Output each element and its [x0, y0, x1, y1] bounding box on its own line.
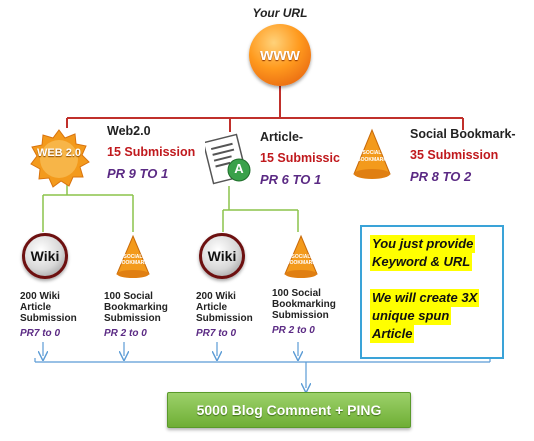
leaf-social-2-line1: 100 Social	[272, 288, 321, 299]
social-bookmark-icon-text: SOCIAL BOOKMARK	[357, 150, 387, 163]
branch-web2-pr: PR 9 TO 1	[107, 166, 169, 181]
blog-comment-ping-box: 5000 Blog Comment + PING	[167, 392, 411, 428]
branch-article-pr: PR 6 TO 1	[260, 172, 322, 187]
note-line-2: Keyword & URL	[370, 253, 473, 271]
branch-web2-submission: 15 Submission	[107, 145, 196, 159]
leaf-wiki-2-line3: Submission	[196, 313, 253, 324]
your-url-title: Your URL	[252, 6, 308, 20]
branch-social-bookmark: Social Bookmark- 35 Submission PR 8 TO 2	[410, 124, 516, 187]
article-icon-letter: A	[234, 161, 244, 176]
leaf-wiki-1-pr: PR7 to 0	[20, 328, 61, 339]
note-line-5: Article	[370, 325, 415, 343]
wiki-icon: Wiki	[22, 233, 68, 279]
social-bookmark-icon: SOCIAL BOOKMARK	[283, 234, 319, 280]
web2-badge-text: WEB 2.0	[36, 147, 81, 159]
note-line-3: We will create 3X	[370, 289, 480, 307]
branch-article-name: Article-	[260, 130, 304, 144]
leaf-social-2-line2: Bookmarking	[272, 299, 336, 310]
leaf-wiki-2-pr: PR7 to 0	[196, 328, 237, 339]
leaf-wiki-1-line1: 200 Wiki	[20, 291, 60, 302]
note-line-4: unique spun	[370, 307, 452, 325]
social-bookmark-icon: SOCIAL BOOKMARK	[115, 234, 151, 280]
leaf-wiki-2: 200 Wiki Article Submission PR7 to 0	[196, 291, 253, 339]
leaf-wiki-1: 200 Wiki Article Submission PR7 to 0	[20, 291, 77, 339]
branch-social-bookmark-submission: 35 Submission	[410, 148, 499, 162]
leaf-social-2: 100 Social Bookmarking Submission PR 2 t…	[272, 288, 336, 336]
leaf-social-1-line3: Submission	[104, 313, 161, 324]
leaf-social-2-line3: Submission	[272, 310, 329, 321]
leaf-wiki-1-line3: Submission	[20, 313, 77, 324]
article-document-icon: A	[202, 132, 253, 186]
leaf-social-1-icon-text: SOCIAL BOOKMARK	[118, 254, 148, 266]
leaf-wiki-1-line2: Article	[20, 302, 52, 313]
branch-social-bookmark-name: Social Bookmark-	[410, 127, 516, 141]
branch-article-submission: 15 Submissic	[260, 151, 340, 165]
branch-web2: Web2.0 15 Submission PR 9 TO 1	[107, 121, 195, 184]
leaf-wiki-2-line2: Article	[196, 302, 228, 313]
leaf-wiki-2-line1: 200 Wiki	[196, 291, 236, 302]
leaf-social-1: 100 Social Bookmarking Submission PR 2 t…	[104, 291, 168, 339]
leaf-social-1-line2: Bookmarking	[104, 302, 168, 313]
branch-web2-name: Web2.0	[107, 124, 151, 138]
web2-badge-icon: WEB 2.0	[28, 128, 90, 190]
www-globe-icon: www	[249, 24, 311, 86]
leaf-social-2-pr: PR 2 to 0	[272, 325, 315, 336]
branch-social-bookmark-pr: PR 8 TO 2	[410, 169, 472, 184]
leaf-social-1-pr: PR 2 to 0	[104, 328, 147, 339]
leaf-social-1-line1: 100 Social	[104, 291, 153, 302]
leaf-social-2-icon-text: SOCIAL BOOKMARK	[286, 254, 316, 266]
note-line-1: You just provide	[370, 235, 476, 253]
note-box: You just provide Keyword & URL We will c…	[360, 225, 504, 359]
social-bookmark-icon: SOCIAL BOOKMARK	[352, 128, 392, 180]
branch-article: Article- 15 Submissic PR 6 TO 1	[260, 127, 340, 190]
wiki-icon: Wiki	[199, 233, 245, 279]
